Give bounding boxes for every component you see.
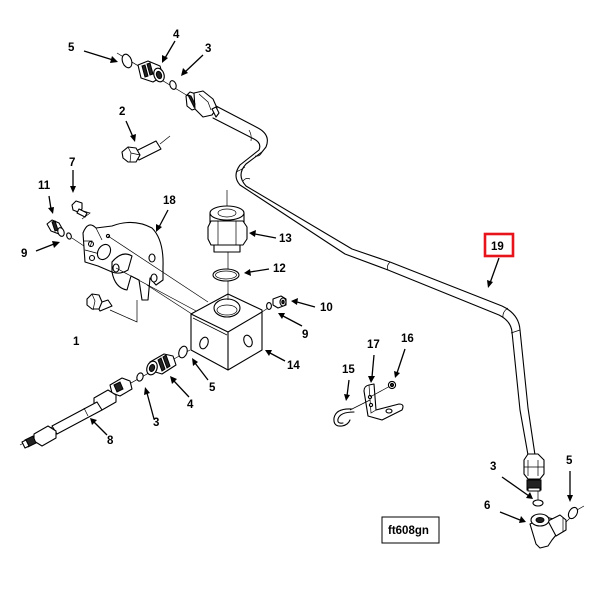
callout-11: 11	[38, 180, 51, 192]
callout-16: 16	[401, 333, 414, 345]
fitting-4-upper	[137, 60, 165, 83]
callout-13: 13	[279, 233, 292, 245]
callout-14: 14	[287, 360, 300, 372]
callout-5-bottom: 5	[566, 455, 573, 467]
callout-17: 17	[367, 339, 380, 351]
o-ring-5-bottom	[567, 506, 579, 520]
o-ring-9-right	[266, 302, 272, 310]
figure-id-label: ft608gn	[381, 516, 440, 544]
o-ring-5-upper	[121, 53, 133, 69]
callout-18: 18	[163, 195, 176, 207]
o-ring-3-upper	[169, 80, 177, 90]
nut-16	[387, 380, 397, 390]
o-ring-9-left	[66, 232, 72, 240]
callout-4-lower: 4	[187, 399, 194, 411]
o-ring-3-lower	[136, 372, 144, 382]
manifold-block-14	[190, 244, 263, 371]
bolt-2	[121, 135, 171, 163]
callout-4-upper: 4	[173, 29, 180, 41]
highlight-box-19	[483, 232, 515, 258]
o-ring-3-bottom	[532, 499, 544, 507]
callout-arrows	[35, 40, 573, 523]
callout-9-left: 9	[21, 248, 27, 260]
fitting-4-lower	[146, 353, 177, 376]
callout-15: 15	[342, 364, 355, 376]
callout-7: 7	[69, 157, 75, 169]
callout-5-lower: 5	[209, 382, 216, 394]
callout-8: 8	[107, 435, 114, 447]
callout-5-upper: 5	[68, 42, 75, 54]
o-ring-5-lower	[178, 345, 188, 359]
tube-8	[21, 377, 133, 449]
tube-19-lower-fitting	[523, 453, 545, 492]
tube-19-upper-fitting	[185, 90, 220, 118]
screw-7	[71, 200, 88, 218]
adapter-13	[207, 190, 248, 253]
callout-2: 2	[119, 106, 125, 118]
callout-6: 6	[484, 500, 490, 512]
bolt-1	[86, 293, 113, 312]
tube-19	[185, 90, 545, 492]
fitting-11	[46, 219, 65, 237]
clip-15	[333, 399, 371, 427]
callout-9-right: 9	[302, 329, 308, 341]
callout-3-upper: 3	[205, 43, 211, 55]
callout-10: 10	[320, 302, 333, 314]
callout-labels: 5 4 3 2 7 11 9 18 13 12 10 9 1 14 5 4 3 …	[21, 29, 573, 512]
plug-10	[272, 295, 287, 309]
callout-3-bottom: 3	[490, 461, 496, 473]
upper-fitting-group	[116, 52, 189, 97]
elbow-fitting-6	[529, 513, 567, 549]
callout-12: 12	[273, 263, 286, 275]
callout-1: 1	[73, 336, 80, 348]
clip-bracket-17	[363, 383, 404, 421]
callout-19[interactable]: 19	[491, 241, 504, 253]
figure-id-text: ft608gn	[388, 525, 429, 537]
callout-3-lower: 3	[153, 417, 159, 429]
